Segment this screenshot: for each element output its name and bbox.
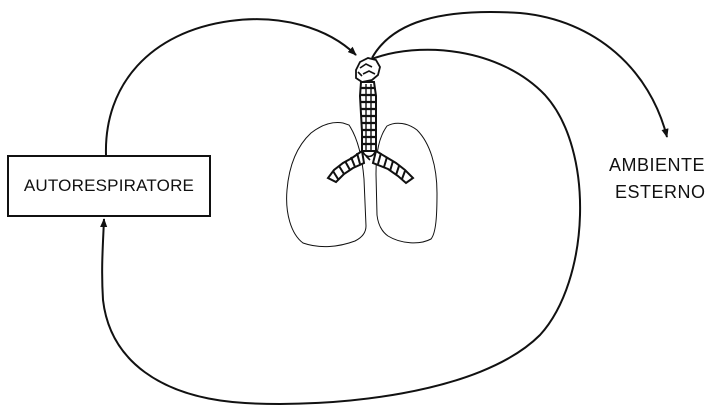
left-lung-shape bbox=[287, 123, 366, 247]
external-environment-label: AMBIENTE ESTERNO bbox=[609, 152, 719, 206]
environment-label-line2: ESTERNO bbox=[609, 179, 719, 206]
autorespiratore-box: AUTORESPIRATORE bbox=[7, 155, 211, 217]
larynx-shape bbox=[356, 58, 380, 82]
environment-label-line1: AMBIENTE bbox=[609, 152, 719, 179]
airway-illustration bbox=[287, 58, 437, 247]
autorespiratore-label: AUTORESPIRATORE bbox=[24, 176, 194, 196]
